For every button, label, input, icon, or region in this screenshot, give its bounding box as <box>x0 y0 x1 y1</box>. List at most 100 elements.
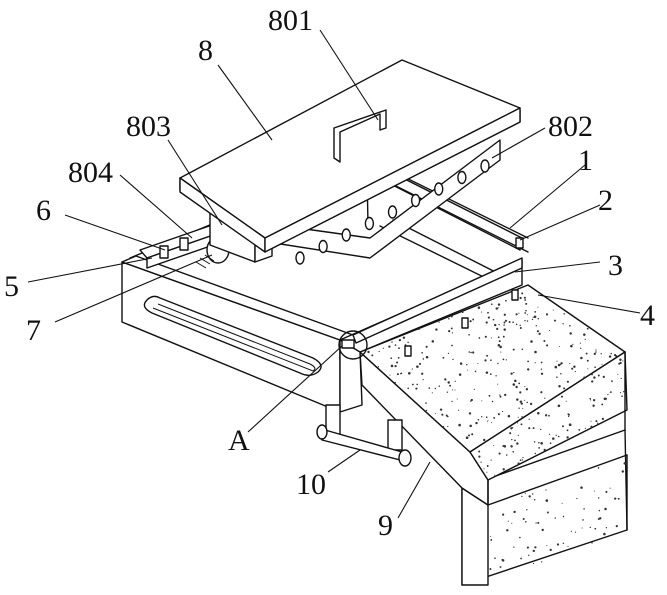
screen-speckle <box>604 398 607 401</box>
screen-speckle <box>458 424 461 427</box>
screen-speckle <box>459 373 462 376</box>
screen-speckle <box>451 315 453 317</box>
screen-speckle <box>498 413 500 415</box>
screen-speckle <box>525 493 526 494</box>
screen-speckle <box>557 543 559 545</box>
nozzle <box>319 241 327 253</box>
screen-speckle <box>591 380 593 382</box>
screen-speckle <box>586 353 588 355</box>
screen-speckle <box>543 449 545 451</box>
screen-speckle <box>448 318 450 320</box>
screen-speckle <box>536 325 537 326</box>
screen-speckle <box>480 461 481 462</box>
screen-speckle <box>491 337 492 338</box>
screen-speckle <box>470 320 472 322</box>
screen-speckle <box>587 328 589 330</box>
screen-speckle <box>513 511 515 513</box>
screen-speckle <box>490 539 492 541</box>
label-803: 803 <box>126 110 171 143</box>
label-1: 1 <box>578 144 593 177</box>
screen-speckle <box>506 454 508 456</box>
screen-speckle <box>458 410 459 411</box>
screen-speckle <box>527 361 529 363</box>
screen-speckle <box>416 384 418 386</box>
screen-speckle <box>510 427 512 429</box>
screen-speckle <box>561 396 563 398</box>
screen-speckle <box>468 434 470 436</box>
screen-speckle <box>518 417 519 418</box>
screen-speckle <box>460 362 463 365</box>
screen-speckle <box>544 398 545 399</box>
screen-speckle <box>472 319 474 321</box>
screen-speckle <box>589 398 591 400</box>
screen-speckle <box>610 391 612 393</box>
screen-speckle <box>563 387 565 389</box>
screen-speckle <box>489 568 491 570</box>
screen-speckle <box>486 371 489 374</box>
screen-speckle <box>533 427 535 429</box>
screen-speckle <box>390 357 392 359</box>
screen-speckle <box>504 314 506 316</box>
screen-speckle <box>525 521 527 523</box>
screen-speckle <box>468 334 470 336</box>
screen-speckle <box>532 319 533 320</box>
screen-speckle <box>415 388 417 390</box>
screen-speckle <box>601 403 603 405</box>
screen-speckle <box>494 557 496 559</box>
screen-speckle <box>491 303 493 305</box>
screen-speckle <box>432 392 433 393</box>
screen-speckle <box>443 426 444 427</box>
label-8: 8 <box>198 34 213 67</box>
screen-speckle <box>511 523 512 524</box>
screen-speckle <box>426 346 428 348</box>
screen-speckle <box>537 330 539 332</box>
screen-speckle <box>474 389 475 390</box>
screen-speckle <box>527 368 529 370</box>
screen-speckle <box>618 498 620 500</box>
screen-speckle <box>483 439 485 441</box>
screen-speckle <box>399 339 401 341</box>
screen-speckle <box>537 522 539 524</box>
screen-speckle <box>562 323 563 324</box>
screen-speckle <box>576 498 577 499</box>
screen-speckle <box>500 566 502 568</box>
screen-speckle <box>526 509 527 510</box>
screen-speckle <box>611 380 613 382</box>
screen-speckle <box>583 508 585 510</box>
screen-speckle <box>521 564 523 566</box>
screen-speckle <box>528 495 530 497</box>
screen-speckle <box>486 472 487 473</box>
screen-speckle <box>452 332 453 333</box>
screen-speckle <box>484 359 486 361</box>
screen-speckle <box>502 411 503 412</box>
screen-speckle <box>513 372 514 373</box>
screen-speckle <box>598 518 600 520</box>
screen-speckle <box>471 433 473 435</box>
screen-speckle <box>592 405 594 407</box>
screen-speckle <box>523 518 525 520</box>
screen-speckle <box>553 309 554 310</box>
screen-speckle <box>567 546 568 547</box>
screen-speckle <box>604 508 607 511</box>
screen-speckle <box>506 529 508 531</box>
screen-speckle <box>466 364 467 365</box>
screen-speckle <box>518 435 519 436</box>
screen-speckle <box>428 387 430 389</box>
screen-speckle <box>517 422 518 423</box>
screen-speckle <box>530 403 532 405</box>
screen-speckle <box>496 307 498 309</box>
screen-speckle <box>610 353 611 354</box>
screen-speckle <box>455 381 456 382</box>
screen-speckle <box>389 375 390 376</box>
screen-speckle <box>524 400 525 401</box>
screen-speckle <box>514 380 516 382</box>
screen-speckle <box>519 325 520 326</box>
screen-speckle <box>527 320 529 322</box>
screen-speckle <box>541 369 542 370</box>
screen-speckle <box>379 351 380 352</box>
screen-speckle <box>493 319 495 321</box>
screen-speckle <box>543 340 545 342</box>
screen-speckle <box>534 316 537 319</box>
screen-speckle <box>490 359 492 361</box>
